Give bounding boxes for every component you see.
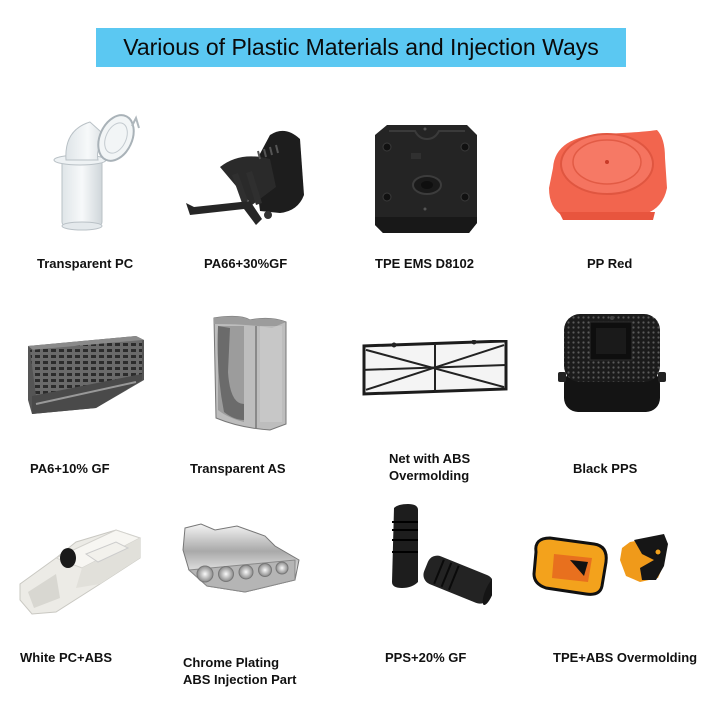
label-line-2: Overmolding: [389, 468, 470, 483]
product-card-pp-red: [545, 128, 675, 228]
black-square-plate-image: [375, 125, 477, 233]
label-line-1: Net with ABS: [389, 451, 471, 466]
product-card-tpe-ems-d8102: [375, 125, 490, 240]
product-label: PA6+10% GF: [30, 461, 110, 476]
label-line-1: Chrome Plating: [183, 655, 280, 670]
title-banner: Various of Plastic Materials and Injecti…: [96, 28, 626, 67]
black-perforated-box-image: [558, 314, 666, 412]
product-label: Transparent AS: [190, 461, 286, 476]
product-label: Transparent PC: [37, 256, 134, 271]
product-card-transparent-as: [210, 312, 290, 432]
product-card-white-pc-abs: [16, 528, 144, 616]
product-label: PA66+30%GF: [204, 256, 288, 271]
product-label: Net with ABS Overmolding: [389, 450, 470, 484]
white-housing-image: [19, 529, 142, 615]
clear-elbow-tube-image: [53, 114, 140, 231]
product-label: TPE EMS D8102: [375, 256, 474, 271]
black-cylindrical-connectors-image: [392, 504, 492, 606]
black-bracket-housing-image: [186, 130, 304, 225]
product-card-transparent-pc: [40, 100, 150, 240]
chrome-tank-shaped-image: [182, 523, 300, 593]
product-card-black-pps: [556, 310, 668, 418]
label-line-2: ABS Injection Part: [183, 672, 297, 687]
product-card-pps-20gf: [382, 502, 492, 607]
gray-grid-tray-image: [28, 336, 144, 414]
orange-black-overmold-image: [532, 534, 668, 596]
product-label: White PC+ABS: [20, 650, 113, 665]
product-card-pa6-10gf: [26, 330, 146, 415]
black-frame-mesh-filter-image: [362, 340, 508, 396]
product-card-tpe-abs-overmolding: [530, 530, 680, 600]
product-label: PP Red: [587, 256, 633, 271]
product-card-chrome-plating-abs: [175, 520, 305, 600]
page-title: Various of Plastic Materials and Injecti…: [123, 34, 599, 60]
smoky-clear-container-image: [213, 315, 287, 431]
product-label: TPE+ABS Overmolding: [553, 650, 698, 665]
product-label: Chrome Plating ABS Injection Part: [183, 654, 296, 688]
product-card-pa66-30gf: [180, 115, 310, 235]
product-label: Black PPS: [573, 461, 638, 476]
product-label: PPS+20% GF: [385, 650, 467, 665]
product-card-net-abs-overmolding: [362, 340, 510, 400]
red-round-cap-image: [549, 130, 667, 220]
